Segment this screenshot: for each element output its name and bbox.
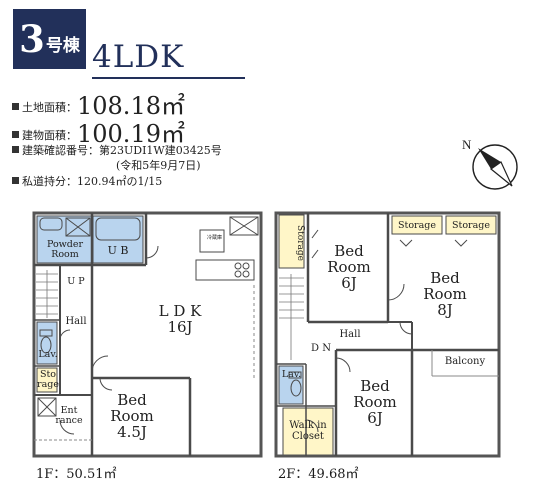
layout-type: 4LDK — [92, 39, 185, 75]
bullet-square-icon — [12, 146, 19, 153]
compass-icon: N — [462, 137, 518, 190]
private-road-value: 120.94㎡の1/15 — [77, 175, 163, 188]
land-area-value: 108.18㎡ — [77, 92, 185, 120]
confirmation-label: 建築確認番号： — [22, 144, 99, 157]
land-area-label: 土地面積： — [22, 101, 77, 114]
hall-label-2f: Hall — [339, 329, 361, 340]
balcony-label: Balcony — [444, 356, 486, 367]
bullet-square-icon — [12, 131, 19, 138]
compass-north-label: N — [462, 137, 472, 152]
unit-bath-label: U B — [107, 244, 129, 257]
refrigerator-tag: 冷蔵庫 — [207, 235, 223, 241]
private-road-label: 私道持分： — [22, 175, 77, 188]
lavatory-label-2f: Lav. — [281, 369, 302, 380]
storage-vertical-label: Storage — [295, 225, 305, 261]
lavatory-label: Lav. — [38, 349, 58, 360]
storage-label-1: Storage — [398, 220, 436, 231]
floor2-area-label: 2F：49.68㎡ — [278, 467, 359, 482]
down-label: D N — [311, 343, 331, 354]
building-suffix: 号棟 — [45, 36, 80, 56]
spec-confirmation: 建築確認番号：第23UDI1W建03425号 — [12, 142, 222, 158]
storage-label-2: Storage — [452, 220, 490, 231]
bullet-square-icon — [12, 103, 19, 110]
up-label: U P — [67, 276, 85, 287]
confirmation-value: 第23UDI1W建03425号 — [99, 144, 222, 157]
hall-label: Hall — [65, 316, 87, 327]
building-number: 3 — [19, 16, 45, 61]
title-underline — [92, 77, 245, 79]
floor1-area-label: 1F：50.51㎡ — [36, 467, 117, 482]
spec-private-road: 私道持分：120.94㎡の1/15 — [12, 173, 162, 189]
confirmation-date: (令和5年9月7日) — [116, 159, 201, 172]
building-area-label: 建物面積： — [22, 129, 77, 142]
building-area-value: 100.19㎡ — [77, 120, 185, 148]
spec-land-area: 土地面積：108.18㎡ — [12, 86, 185, 121]
spec-building-area: 建物面積：100.19㎡ — [12, 114, 185, 149]
bullet-square-icon — [12, 177, 19, 184]
